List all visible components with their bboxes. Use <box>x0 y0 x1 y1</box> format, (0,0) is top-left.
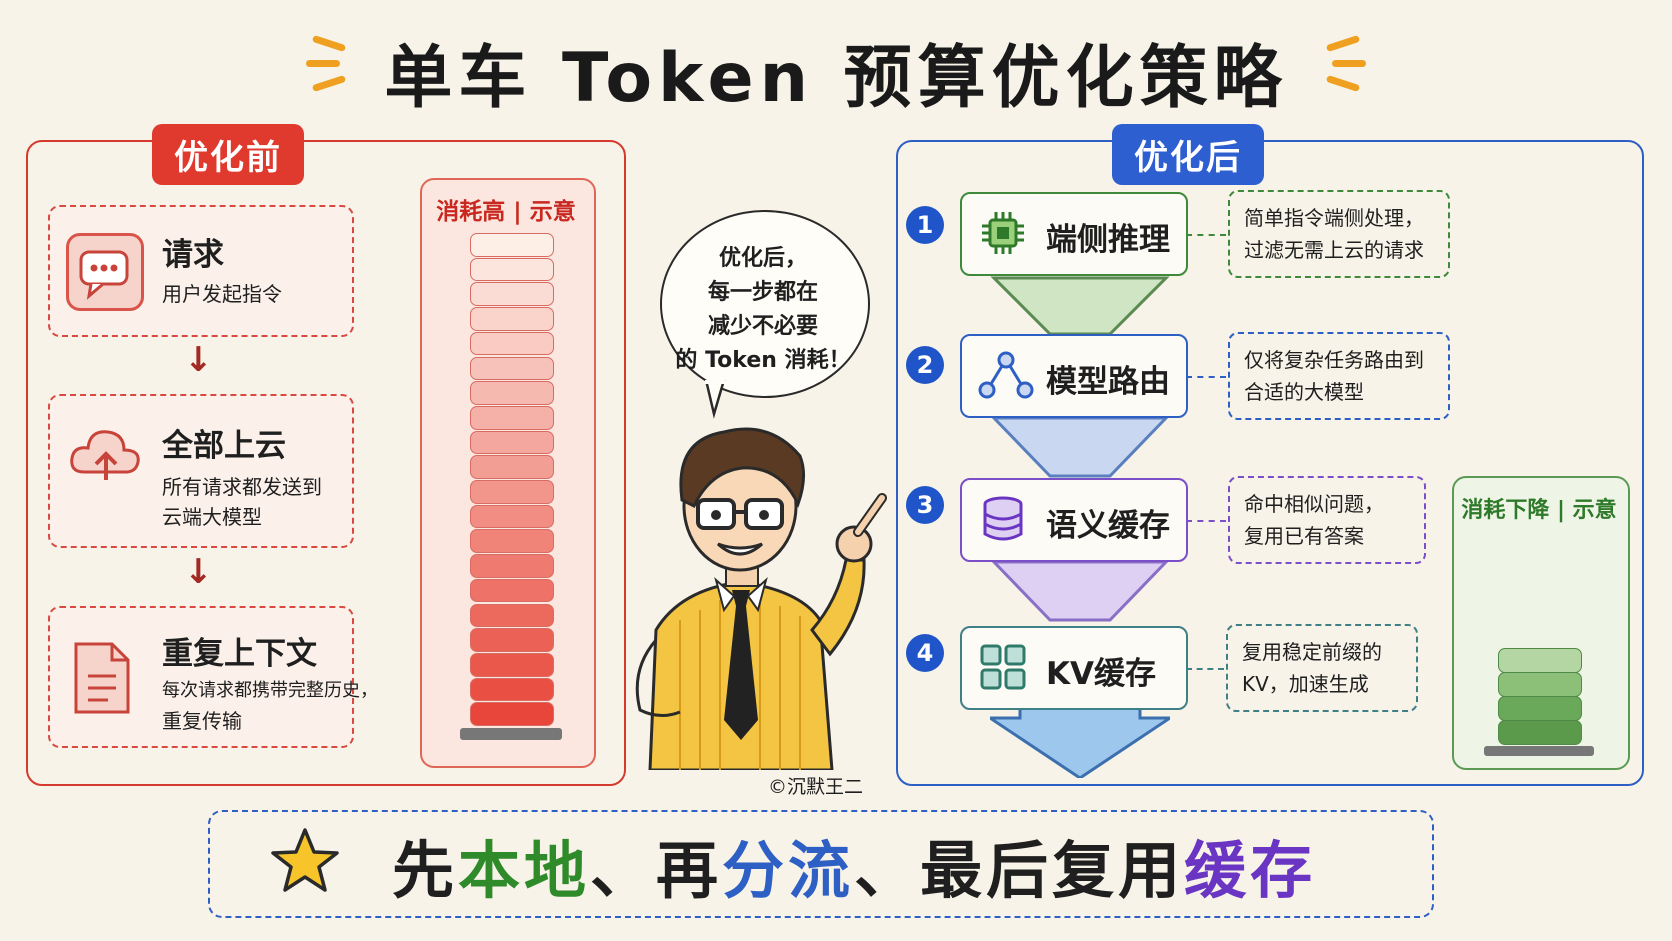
chip-icon <box>978 208 1028 258</box>
step-desc: 每次请求都携带完整历史， <box>162 680 378 701</box>
step-note: 复用稳定前缀的 KV，加速生成 <box>1226 624 1418 712</box>
consumption-block <box>1498 696 1582 721</box>
consumption-block <box>470 430 554 455</box>
bubble-text: 优化后， 每一步都在 减少不必要 的 Token 消耗！ <box>675 246 851 373</box>
summary-banner <box>208 810 1434 918</box>
speech-bubble <box>660 210 870 398</box>
step-title: 语义缓存 <box>1046 508 1170 544</box>
consumption-block <box>470 652 554 677</box>
consumption-block <box>470 455 554 479</box>
after-tag: 优化后 <box>1112 124 1264 185</box>
before-panel <box>26 140 626 786</box>
after-step-kv-cache: KV缓存 <box>960 626 1188 710</box>
consumption-block <box>1498 672 1582 697</box>
consumption-block <box>470 257 554 282</box>
step-desc: 用户发起指令 <box>162 282 282 306</box>
author-credit: ©沉默王二 <box>768 776 864 798</box>
funnel-arrow <box>990 276 1170 778</box>
step-number: 4 <box>906 634 944 672</box>
after-step-edge-inference: 端侧推理 <box>960 192 1188 276</box>
step-note: 简单指令端侧处理， 过滤无需上云的请求 <box>1228 190 1450 278</box>
after-step-semantic-cache: 语义缓存 <box>960 478 1188 562</box>
step-desc: 重复传输 <box>162 709 242 733</box>
stack-base <box>460 728 562 740</box>
meter-label: 消耗高 | 示意 <box>436 199 576 225</box>
consumption-block <box>470 702 554 726</box>
star-icon <box>271 828 339 892</box>
database-icon <box>978 494 1028 544</box>
after-panel <box>896 140 1644 786</box>
page-title: 单车 Token 预算优化策略 <box>384 39 1288 118</box>
consumption-block <box>470 405 554 430</box>
consumption-block <box>470 628 554 652</box>
meter-label: 消耗下降 | 示意 <box>1461 498 1617 523</box>
consumption-block <box>470 480 554 504</box>
connector <box>1186 520 1226 522</box>
consumption-block <box>470 603 554 628</box>
step-number: 1 <box>906 206 944 244</box>
summary-text: 先本地、再分流、最后复用缓存 <box>392 834 1317 907</box>
step-title: 请求 <box>162 237 224 273</box>
step-title: 重复上下文 <box>162 636 317 672</box>
title-spark <box>306 60 340 67</box>
chat-bubble-icon <box>66 233 144 311</box>
consumption-block <box>470 282 554 307</box>
before-step-request: 请求 用户发起指令 <box>48 205 354 337</box>
consumption-block <box>470 356 554 381</box>
cloud-upload-icon <box>66 416 140 488</box>
document-icon <box>66 638 138 714</box>
consumption-block <box>470 677 554 702</box>
bubble-tail <box>704 380 726 419</box>
step-number: 2 <box>906 346 944 384</box>
stack-base <box>1484 746 1594 756</box>
before-tag: 优化前 <box>152 124 304 185</box>
route-icon <box>978 350 1034 400</box>
step-note: 命中相似问题， 复用已有答案 <box>1228 476 1426 564</box>
consumption-block <box>470 381 554 405</box>
before-step-cloud: 全部上云 所有请求都发送到 云端大模型 <box>48 394 354 548</box>
consumption-block <box>470 504 554 529</box>
step-number: 3 <box>906 486 944 524</box>
before-step-context: 重复上下文 每次请求都携带完整历史， 重复传输 <box>48 606 378 748</box>
step-note: 仅将复杂任务路由到 合适的大模型 <box>1228 332 1450 420</box>
connector <box>1186 234 1226 236</box>
consumption-block <box>470 307 554 331</box>
step-title: KV缓存 <box>1046 656 1157 692</box>
step-title: 模型路由 <box>1046 364 1170 400</box>
step-title: 全部上云 <box>162 428 286 464</box>
consumption-block <box>470 233 554 257</box>
consumption-block <box>470 578 554 603</box>
consumption-block <box>470 529 554 554</box>
consumption-block <box>470 554 554 578</box>
consumption-block <box>1498 648 1582 673</box>
presenter-character <box>635 427 887 770</box>
title-spark <box>1332 60 1366 67</box>
after-step-model-routing: 模型路由 <box>960 334 1188 418</box>
connector <box>1186 668 1224 670</box>
consumption-block <box>1498 720 1582 745</box>
step-title: 端侧推理 <box>1046 222 1170 258</box>
down-arrow-icon: ↓ <box>184 340 213 380</box>
step-desc: 所有请求都发送到 <box>162 475 322 499</box>
connector <box>1186 376 1226 378</box>
consumption-block <box>470 331 554 356</box>
down-arrow-icon: ↓ <box>184 552 213 592</box>
step-desc: 云端大模型 <box>162 505 262 529</box>
grid-icon <box>978 642 1028 692</box>
